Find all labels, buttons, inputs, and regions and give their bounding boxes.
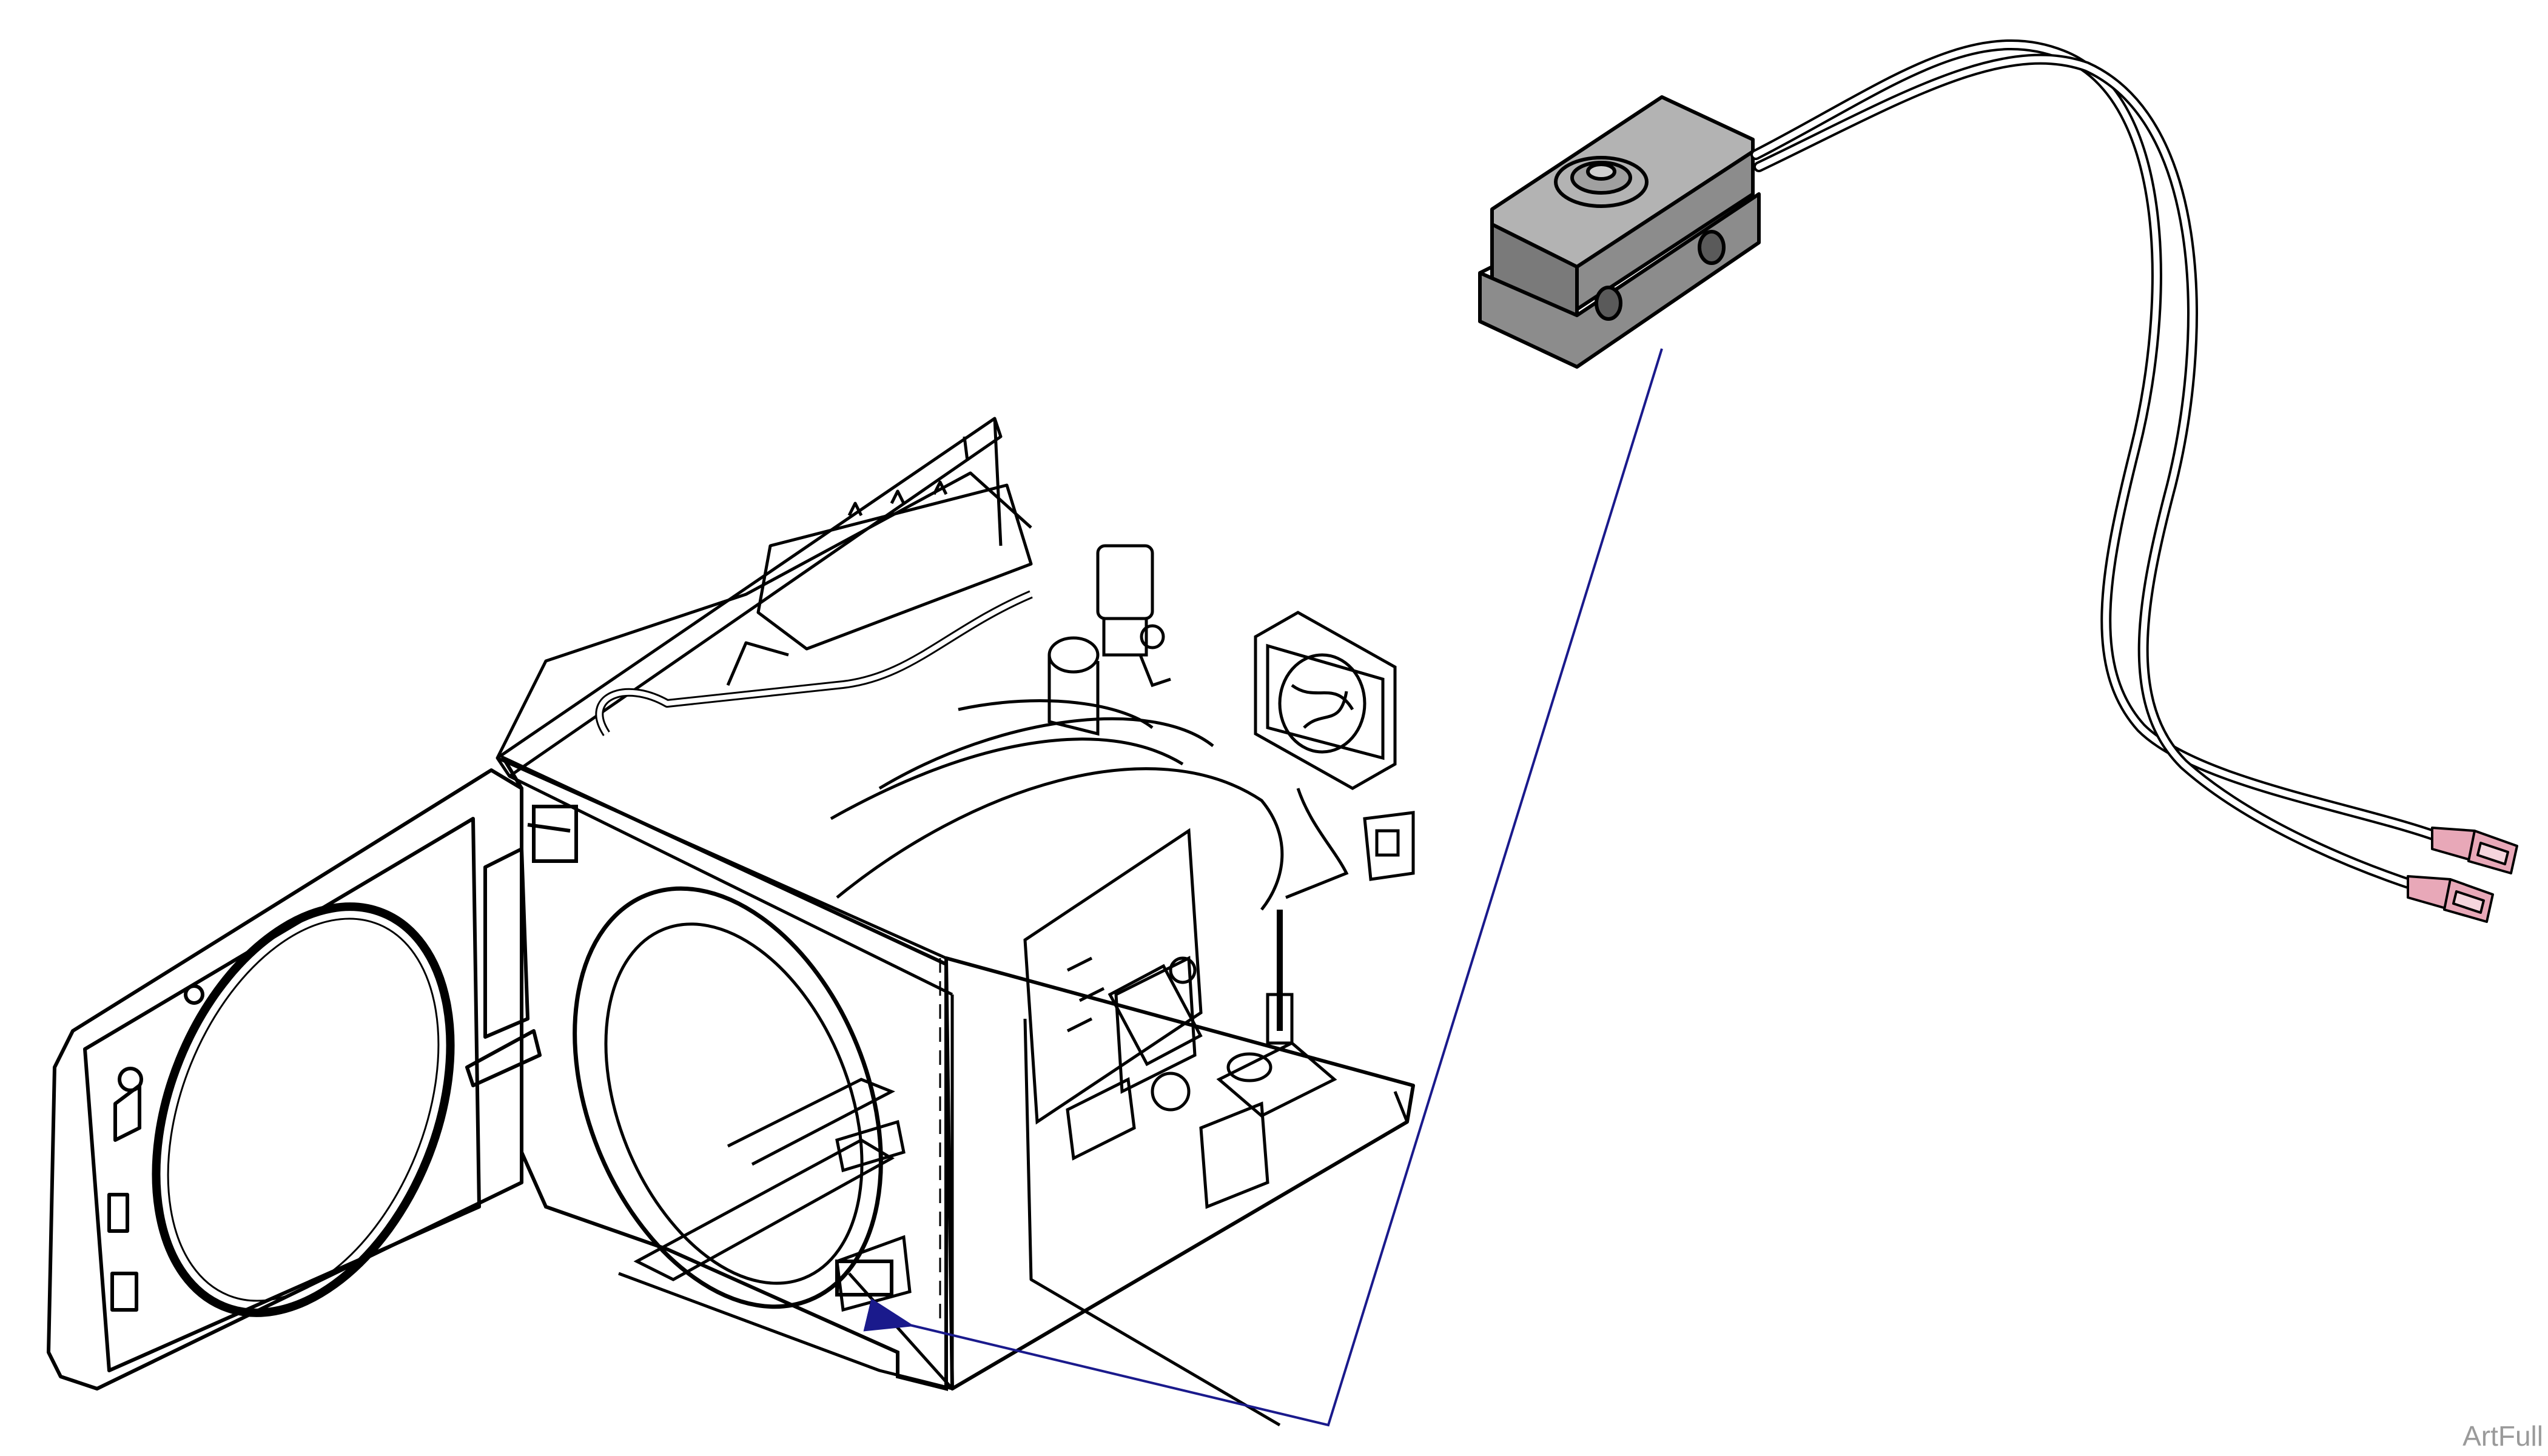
callout-leader: [863, 348, 1663, 1427]
solenoid-valve: [1047, 544, 1349, 1209]
open-door: [47, 768, 542, 1391]
spade-terminal-upper: [2431, 827, 2518, 874]
artfull-watermark: ArtFull: [2462, 1420, 2543, 1452]
spade-terminal-lower: [2407, 875, 2494, 923]
cooling-fan: [1254, 611, 1415, 881]
chamber: [573, 699, 1284, 1309]
spade-terminals: [2407, 827, 2518, 923]
control-board: [1023, 828, 1203, 1161]
sterilizer-chassis: [496, 417, 1415, 1427]
door-switch-location: [835, 958, 941, 1322]
door-switch: [1478, 95, 1761, 369]
switch-wire-leads: [1750, 39, 2444, 891]
